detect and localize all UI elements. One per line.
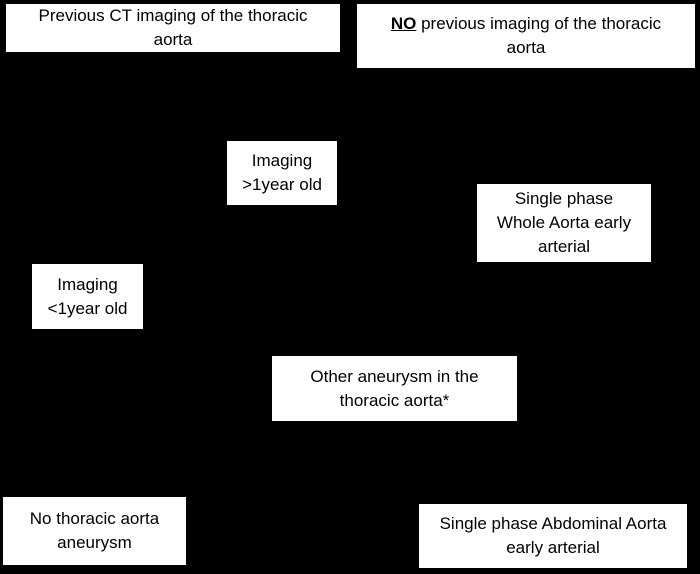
node-previous-ct-imaging-label: Previous CT imaging of the thoracic aort… (38, 6, 308, 49)
node-other-aneurysm: Other aneurysm in the thoracic aorta* (271, 355, 518, 422)
node-imaging-recent-label: Imaging <1year old (47, 274, 128, 318)
node-single-phase-whole-aorta-label: Single phase Whole Aorta early arterial (496, 189, 632, 256)
node-no-previous-imaging: NO previous imaging of the thoracic aort… (356, 3, 696, 69)
node-single-phase-abdominal-aorta: Single phase Abdominal Aorta early arter… (418, 503, 688, 569)
node-no-thoracic-aneurysm: No thoracic aorta aneurysm (2, 496, 187, 566)
node-single-phase-whole-aorta: Single phase Whole Aorta early arterial (476, 183, 652, 263)
node-imaging-older-label: Imaging >1year old (242, 151, 322, 194)
no-emphasis: NO (390, 14, 417, 33)
node-single-phase-abdominal-label: Single phase Abdominal Aorta early arter… (439, 514, 667, 557)
node-imaging-less-than-1-year: Imaging <1year old (31, 263, 144, 330)
node-no-thoracic-aneurysm-label: No thoracic aorta aneurysm (29, 509, 160, 552)
node-previous-ct-imaging: Previous CT imaging of the thoracic aort… (5, 3, 341, 53)
node-imaging-older-than-1-year: Imaging >1year old (226, 140, 338, 206)
no-previous-rest: previous imaging of the thoracic aorta (421, 14, 662, 57)
node-other-aneurysm-label: Other aneurysm in the thoracic aorta* (310, 366, 479, 410)
node-no-previous-imaging-label: NO previous imaging of the thoracic aort… (391, 12, 661, 60)
